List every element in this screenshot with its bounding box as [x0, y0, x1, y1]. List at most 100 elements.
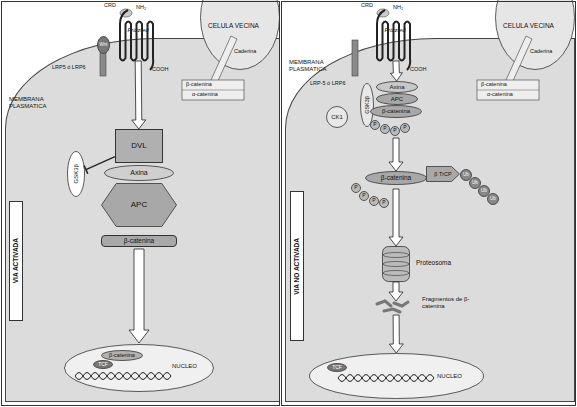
frizzled-receptor: Frizzled: [375, 21, 415, 61]
cell-body: MEMBRANA PLASMATICA GSK3β AxinaAPC β-cateni…: [285, 38, 575, 402]
node-label: P: [382, 200, 385, 206]
node-label: β-catenina: [381, 174, 411, 181]
shape-fill: [310, 354, 484, 399]
node-label: CELULA VECINA: [208, 22, 274, 29]
wnt-ligand: Wnt: [97, 36, 110, 54]
proteasome-ring: [383, 271, 409, 276]
shape-fill: [328, 364, 347, 372]
phosphate-circle: P: [370, 120, 380, 130]
node-label: CELULA VECINA: [503, 22, 569, 29]
node-label: GSK3β: [364, 96, 370, 114]
node-label: P: [403, 125, 406, 131]
shape-fill: [327, 107, 348, 128]
node-label: MEMBRANA PLASMATICA: [9, 96, 61, 109]
part-label: CRD: [361, 2, 381, 8]
part-label: COOH: [152, 66, 178, 72]
node-label: Ub: [472, 181, 478, 186]
panel-title: VIA ACTIVADA: [9, 201, 23, 321]
kinase-circle: CK1: [326, 106, 348, 128]
protein-oval: APC: [376, 93, 418, 105]
ubiquitin-circle: Ub: [469, 177, 481, 189]
node-label: TCF: [98, 362, 108, 368]
shape-fill: [381, 125, 390, 134]
shape-fill: [102, 351, 143, 361]
part-label: β-catenina: [481, 81, 541, 87]
node-label: GSK3β: [73, 164, 80, 183]
shape-fill: [401, 124, 410, 133]
shape-fill: [380, 199, 389, 208]
crd-domain: [377, 9, 389, 17]
shape-fill: [377, 82, 418, 93]
part-label: β-catenina: [186, 81, 246, 87]
node-label: MEMBRANA PLASMATICA: [289, 59, 341, 72]
fragments: Fragmentos de β-catenina: [376, 301, 416, 313]
shape-fill: [479, 186, 490, 197]
part-label: Caderina: [234, 48, 274, 54]
transcription-factor: TCF: [327, 363, 347, 372]
node-label: Fragmentos de β-catenina: [422, 296, 482, 309]
ubiquitin-circle: Ub: [478, 185, 490, 197]
protein-oval: β-catenina: [370, 105, 422, 118]
node-label: TCF: [332, 365, 342, 371]
node-label: DVL: [131, 142, 147, 151]
shape-outline: [495, 0, 575, 70]
shape-fill: [383, 247, 410, 282]
ubiquitin-circle: Ub: [460, 169, 472, 181]
protein-oval: Axina: [104, 165, 174, 181]
nucleus: NUCLEO β-cateninaTCF: [64, 344, 214, 392]
protein-oval: GSK3β: [360, 83, 374, 127]
node-label: APC: [131, 201, 147, 210]
shape-fill: [360, 192, 369, 201]
node-label: Wnt: [99, 43, 107, 48]
phosphate-circle: P: [369, 196, 379, 206]
shape-fill: [98, 37, 110, 54]
protein-pentagon: β TrCP: [426, 166, 460, 182]
shape-fill: [102, 184, 177, 227]
phosphate-circle: P: [400, 123, 410, 133]
protein-oval: Axina: [376, 81, 418, 93]
phosphate-circle: P: [380, 124, 390, 134]
shape-fill: [371, 121, 380, 130]
node-label: Frizzled: [375, 27, 415, 34]
node-label: Frizzled: [117, 27, 159, 34]
node-label: Axina: [130, 169, 148, 177]
node-label: Ub: [490, 197, 496, 202]
node-label: APC: [391, 96, 403, 103]
node-label: Ub: [463, 173, 469, 178]
phosphate-circle: P: [351, 183, 361, 193]
shape-fill: [488, 194, 499, 205]
shape-fill: [65, 345, 214, 392]
shape-fill: [68, 152, 85, 197]
shape-fill: [496, 0, 575, 70]
shape-fill: [94, 361, 113, 369]
neighbor-cell: CELULA VECINA: [495, 0, 575, 70]
proteasome-ring: [383, 253, 409, 258]
part-label: NH₂: [393, 4, 415, 10]
node-label: CK1: [331, 114, 343, 121]
node-label: Proteosoma: [416, 259, 476, 266]
phosphate-circle: P: [379, 198, 389, 208]
shape-fill: [391, 127, 400, 136]
node-label: VIA NO ACTIVADA: [293, 238, 300, 295]
part-label: CRD: [104, 2, 124, 8]
shape-fill: [105, 166, 174, 181]
node-label: NUCLEO: [172, 363, 212, 370]
node-label: NUCLEO: [437, 373, 477, 380]
node-label: P: [372, 198, 375, 204]
part-label: α-catenina: [487, 91, 547, 97]
panel-title: VIA NO ACTIVADA: [290, 191, 304, 341]
shape-fill: [361, 84, 374, 127]
node-label: β-catenina: [109, 352, 135, 358]
nucleus: NUCLEO TCF: [309, 353, 484, 399]
shape-outline: [200, 0, 280, 70]
protein-oval: β-catenina: [365, 171, 427, 185]
protein-oval: GSK3β: [67, 151, 85, 197]
part-label: COOH: [410, 66, 436, 72]
crd-domain: [120, 9, 132, 17]
node-label: P: [383, 126, 386, 132]
ubiquitin-circle: Ub: [487, 193, 499, 205]
shape-fill: [470, 178, 481, 189]
node-label: Axina: [389, 84, 404, 91]
shape-fill: [370, 197, 379, 206]
